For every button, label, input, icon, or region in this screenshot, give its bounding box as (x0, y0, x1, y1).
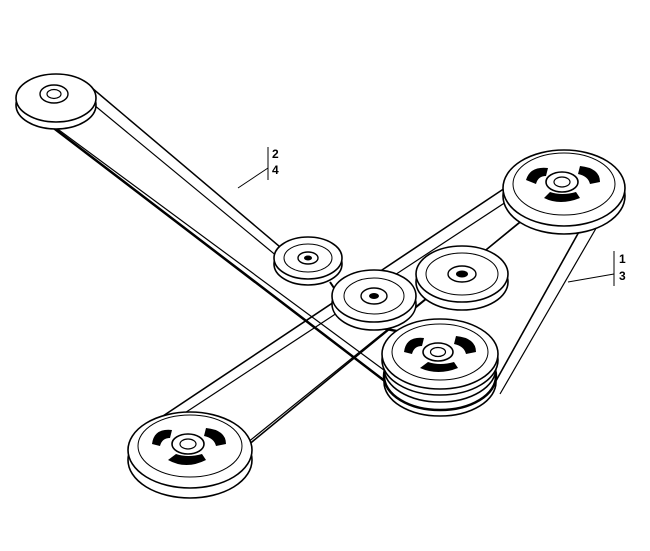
long-belt (29, 87, 413, 386)
callout-a-line2: 4 (272, 163, 279, 177)
idler-pulley-right (415, 245, 509, 311)
idler-pulley-small (273, 236, 343, 286)
callout-belt-b: 1 3 (567, 251, 626, 286)
center-drive-pulley (381, 318, 499, 417)
spoke-hub (404, 336, 476, 372)
left-bottom-pulley (127, 411, 253, 499)
spoke-hub (152, 428, 226, 465)
callout-belt-a: 2 4 (237, 147, 279, 189)
idler-pulley-center (331, 269, 417, 331)
spoke-hub (526, 166, 600, 202)
right-top-pulley (502, 149, 626, 235)
callout-b-line2: 3 (619, 269, 626, 283)
callout-a-line1: 2 (272, 147, 279, 161)
left-top-pulley (15, 73, 97, 130)
callout-b-line1: 1 (619, 252, 626, 266)
